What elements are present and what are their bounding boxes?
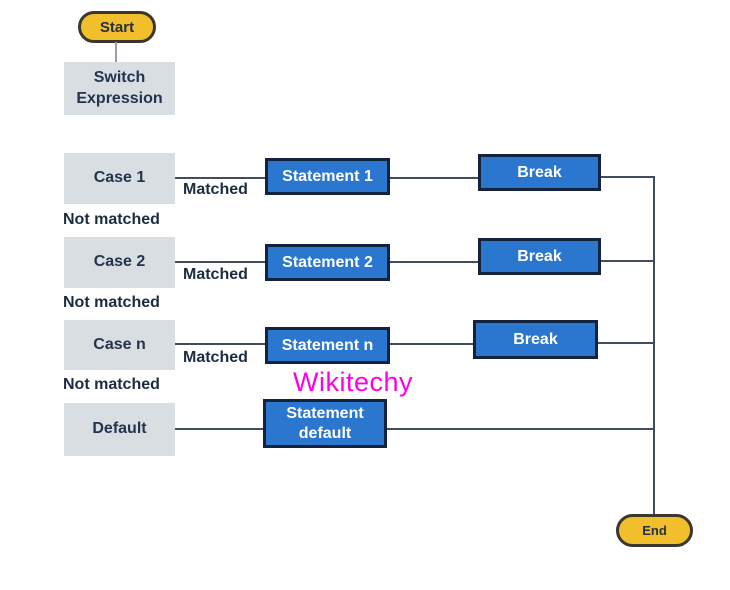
statement-2-node: Statement 2 <box>265 244 390 281</box>
matched-label-3: Matched <box>183 349 248 366</box>
default-node: Default <box>64 403 175 456</box>
case-1-label: Case 1 <box>93 169 146 187</box>
break-n-rail-connector <box>598 342 655 344</box>
statement-default-rail-connector <box>387 428 655 430</box>
break-n-label: Break <box>513 330 558 348</box>
statement-default-label: Statement default <box>286 405 364 442</box>
not-matched-label-1: Not matched <box>63 211 160 228</box>
end-node: End <box>616 514 693 547</box>
switch-expression-label: Switch Expression <box>76 68 163 107</box>
rail-to-end-connector <box>653 176 655 514</box>
matched-label-2: Matched <box>183 266 248 283</box>
end-label: End <box>642 523 667 538</box>
break-1-label: Break <box>517 163 562 181</box>
case-1-matched-connector <box>175 177 265 179</box>
case-2-node: Case 2 <box>64 237 175 288</box>
case-n-matched-connector <box>175 343 265 345</box>
break-2-node: Break <box>478 238 601 275</box>
start-label: Start <box>99 18 135 36</box>
not-matched-label-3: Not matched <box>63 376 160 393</box>
break-1-rail-connector <box>601 176 655 178</box>
default-statement-connector <box>175 428 263 430</box>
case-2-label: Case 2 <box>93 253 146 271</box>
case-1-node: Case 1 <box>64 153 175 204</box>
not-matched-label-2: Not matched <box>63 294 160 311</box>
case-n-node: Case n <box>64 320 175 370</box>
default-label: Default <box>92 420 147 438</box>
matched-label-1: Matched <box>183 181 248 198</box>
break-n-node: Break <box>473 320 598 359</box>
case-n-label: Case n <box>93 335 146 353</box>
statement-1-node: Statement 1 <box>265 158 390 195</box>
wikitechy-watermark: Wikitechy <box>293 367 414 397</box>
statement-n-label: Statement n <box>281 336 374 354</box>
statement-2-label: Statement 2 <box>282 253 373 271</box>
statement-default-node: Statement default <box>263 399 387 448</box>
break-2-label: Break <box>517 247 562 265</box>
statement-1-break-connector <box>390 177 478 179</box>
start-node: Start <box>78 11 156 43</box>
statement-n-break-connector <box>390 343 473 345</box>
break-2-rail-connector <box>601 260 655 262</box>
switch-expression-node: Switch Expression <box>64 62 175 115</box>
case-2-matched-connector <box>175 261 265 263</box>
statement-n-node: Statement n <box>265 327 390 364</box>
break-1-node: Break <box>478 154 601 191</box>
start-to-switch-connector <box>115 42 117 62</box>
statement-2-break-connector <box>390 261 478 263</box>
statement-1-label: Statement 1 <box>282 167 373 185</box>
